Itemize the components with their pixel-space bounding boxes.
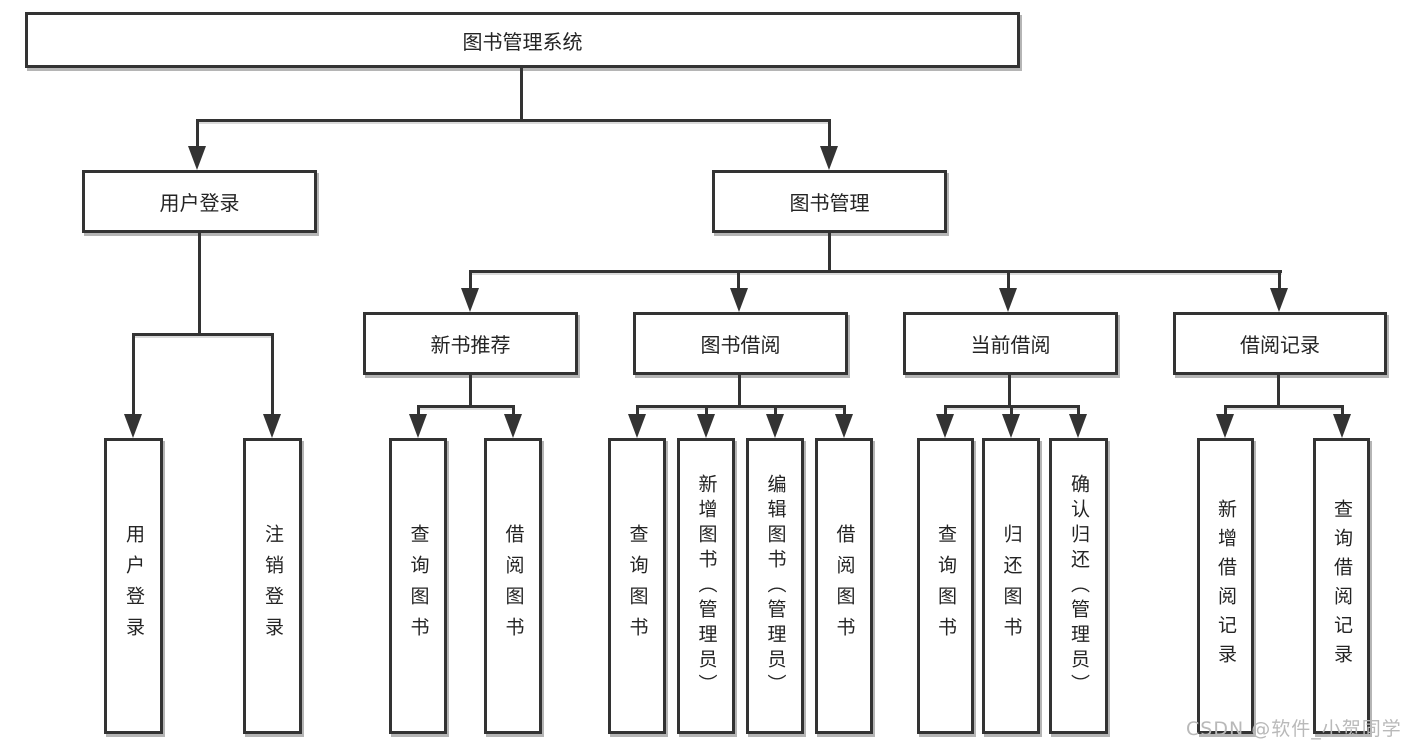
connector-stem [944,405,947,415]
node-book-management: 图书管理 [712,170,947,233]
connector-root-drop [520,68,523,120]
arrowhead-down [188,146,206,170]
connector-stem [828,119,831,147]
node-label: 图书管理系统 [462,29,583,54]
connector-stem [1278,270,1281,289]
connector-stem [636,405,639,415]
leaf-add-books-admin: 新增图书（管理员） [677,438,735,734]
arrowhead-down [124,414,142,438]
arrowhead-down [1333,414,1351,438]
arrowhead-down [263,414,281,438]
arrowhead-down [1216,414,1234,438]
arrowhead-down [936,414,954,438]
leaf-borrow-books-borrowing: 借阅图书 [815,438,873,734]
connector-rail [417,405,515,408]
connector-stem [512,405,515,415]
connector-stem [1077,405,1080,415]
leaf-query-borrow-record: 查询借阅记录 [1313,438,1370,734]
node-user-login: 用户登录 [82,170,317,233]
connector-rail [1224,405,1343,408]
arrowhead-down [730,288,748,312]
arrowhead-down [1069,414,1087,438]
arrowhead-down [1002,414,1020,438]
node-label: 新增图书（管理员） [695,473,718,699]
connector-stem [1007,270,1010,289]
node-label: 查询借阅记录 [1331,499,1353,673]
node-label: 归还图书 [1000,524,1023,648]
node-label: 查询图书 [407,524,430,648]
leaf-query-books-borrowing: 查询图书 [608,438,666,734]
arrowhead-down [697,414,715,438]
connector-stem [843,405,846,415]
connector-stem [737,270,740,289]
connector-stem [1010,405,1013,415]
leaf-query-books-current: 查询图书 [917,438,974,734]
node-label: 当前借阅 [970,333,1051,357]
arrowhead-down [1270,288,1288,312]
connector-book-mgmt-drop [828,233,831,273]
node-library-management-system: 图书管理系统 [25,12,1020,68]
leaf-logout: 注销登录 [243,438,302,734]
node-label: 图书借阅 [700,333,781,357]
leaf-edit-books-admin: 编辑图书（管理员） [746,438,804,734]
connector-stem [705,405,708,415]
node-label: 新增借阅记录 [1215,499,1237,673]
connector-level3-rail [469,270,1282,273]
connector-stem [271,333,274,414]
node-label: 查询图书 [935,524,957,648]
leaf-return-books: 归还图书 [982,438,1040,734]
leaf-query-books-recommend: 查询图书 [389,438,447,734]
connector-drop [1277,375,1280,408]
arrowhead-down [766,414,784,438]
connector-stem [132,333,135,414]
node-label: 确认归还（管理员） [1068,473,1090,699]
watermark: CSDN @软件_小贺同学 [1186,718,1402,740]
node-label: 新书推荐 [430,333,511,357]
arrowhead-down [461,288,479,312]
node-label: 注销登录 [262,524,284,648]
connector-stem [774,405,777,415]
node-new-book-recommendation: 新书推荐 [363,312,578,375]
node-label: 用户登录 [123,524,145,648]
node-book-borrowing: 图书借阅 [633,312,848,375]
arrowhead-down [409,414,427,438]
connector-stem [417,405,420,415]
leaf-borrow-books-recommend: 借阅图书 [484,438,542,734]
connector-drop [1008,375,1011,408]
node-label: 查询图书 [626,524,649,648]
arrowhead-down [835,414,853,438]
arrowhead-down [999,288,1017,312]
arrowhead-down [820,146,838,170]
connector-stem [196,119,199,147]
node-label: 用户登录 [159,191,240,215]
node-label: 借阅图书 [833,524,856,648]
arrowhead-down [504,414,522,438]
node-label: 编辑图书（管理员） [764,473,787,699]
node-current-borrowing: 当前借阅 [903,312,1118,375]
leaf-confirm-return-admin: 确认归还（管理员） [1049,438,1108,734]
connector-stem [1224,405,1227,415]
leaf-user-login: 用户登录 [104,438,163,734]
connector-drop [469,375,472,408]
node-label: 借阅记录 [1240,333,1320,357]
connector-stem [1341,405,1344,415]
arrowhead-down [628,414,646,438]
node-label: 图书管理 [789,191,870,215]
connector-level2-rail [196,119,831,122]
leaf-add-borrow-record: 新增借阅记录 [1197,438,1254,734]
connector-user-login-drop [198,233,201,336]
node-label: 借阅图书 [502,524,525,648]
node-borrowing-records: 借阅记录 [1173,312,1387,375]
connector-drop [738,375,741,408]
connector-rail [636,405,845,408]
connector-stem [469,270,472,289]
connector-user-login-rail [132,333,273,336]
